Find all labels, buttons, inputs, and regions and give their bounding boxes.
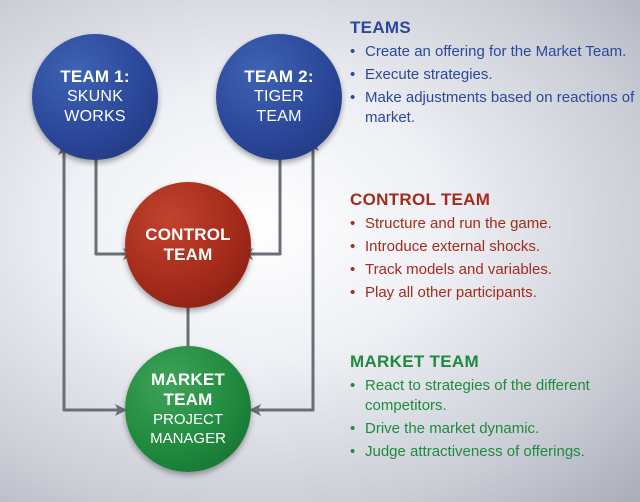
market-team-title-line1: MARKET: [151, 370, 225, 389]
control-team-item-3: Track models and variables.: [350, 260, 636, 280]
market-team-item-1: React to strategies of the different com…: [350, 376, 636, 416]
teams-section: TEAMS Create an offering for the Market …: [350, 18, 636, 131]
team1-title: TEAM 1:: [60, 67, 130, 86]
teams-item-1: Create an offering for the Market Team.: [350, 42, 636, 62]
market-team-section: MARKET TEAM React to strategies of the d…: [350, 352, 636, 465]
control-team-title-line1: CONTROL: [145, 225, 231, 244]
team2-name-line1: TIGER: [254, 88, 304, 105]
market-team-heading: MARKET TEAM: [350, 352, 479, 371]
control-team-item-4: Play all other participants.: [350, 283, 636, 303]
market-team-list: React to strategies of the different com…: [350, 376, 636, 462]
market-team-title-line2: TEAM: [163, 390, 213, 409]
market-team-item-2: Drive the market dynamic.: [350, 419, 636, 439]
control-team-heading: CONTROL TEAM: [350, 190, 491, 209]
control-team-list: Structure and run the game. Introduce ex…: [350, 214, 636, 303]
market-team-item-3: Judge attractiveness of offerings.: [350, 442, 636, 462]
market-team-node: MARKET TEAM PROJECT MANAGER: [125, 346, 251, 472]
control-team-item-2: Introduce external shocks.: [350, 237, 636, 257]
teams-item-3: Make adjustments based on reactions of m…: [350, 88, 636, 128]
control-team-item-1: Structure and run the game.: [350, 214, 636, 234]
team2-node: TEAM 2: TIGER TEAM: [216, 34, 342, 160]
arrow-team1-control: [90, 143, 135, 260]
control-team-title-line2: TEAM: [163, 245, 213, 264]
team1-node: TEAM 1: SKUNK WORKS: [32, 34, 158, 160]
teams-item-2: Execute strategies.: [350, 65, 636, 85]
arrow-team2-market: [249, 139, 319, 416]
market-team-role-line1: PROJECT: [152, 411, 223, 428]
market-team-role-line2: MANAGER: [150, 430, 226, 447]
team2-title: TEAM 2:: [244, 67, 314, 86]
teams-list: Create an offering for the Market Team. …: [350, 42, 636, 128]
control-team-node: CONTROL TEAM: [125, 182, 251, 308]
team2-name-line2: TEAM: [256, 108, 302, 125]
control-team-section: CONTROL TEAM Structure and run the game.…: [350, 190, 636, 306]
team1-name-line1: SKUNK: [66, 88, 124, 105]
team1-name-line2: WORKS: [64, 108, 126, 125]
teams-heading: TEAMS: [350, 18, 411, 37]
arrow-team1-market: [58, 143, 127, 416]
